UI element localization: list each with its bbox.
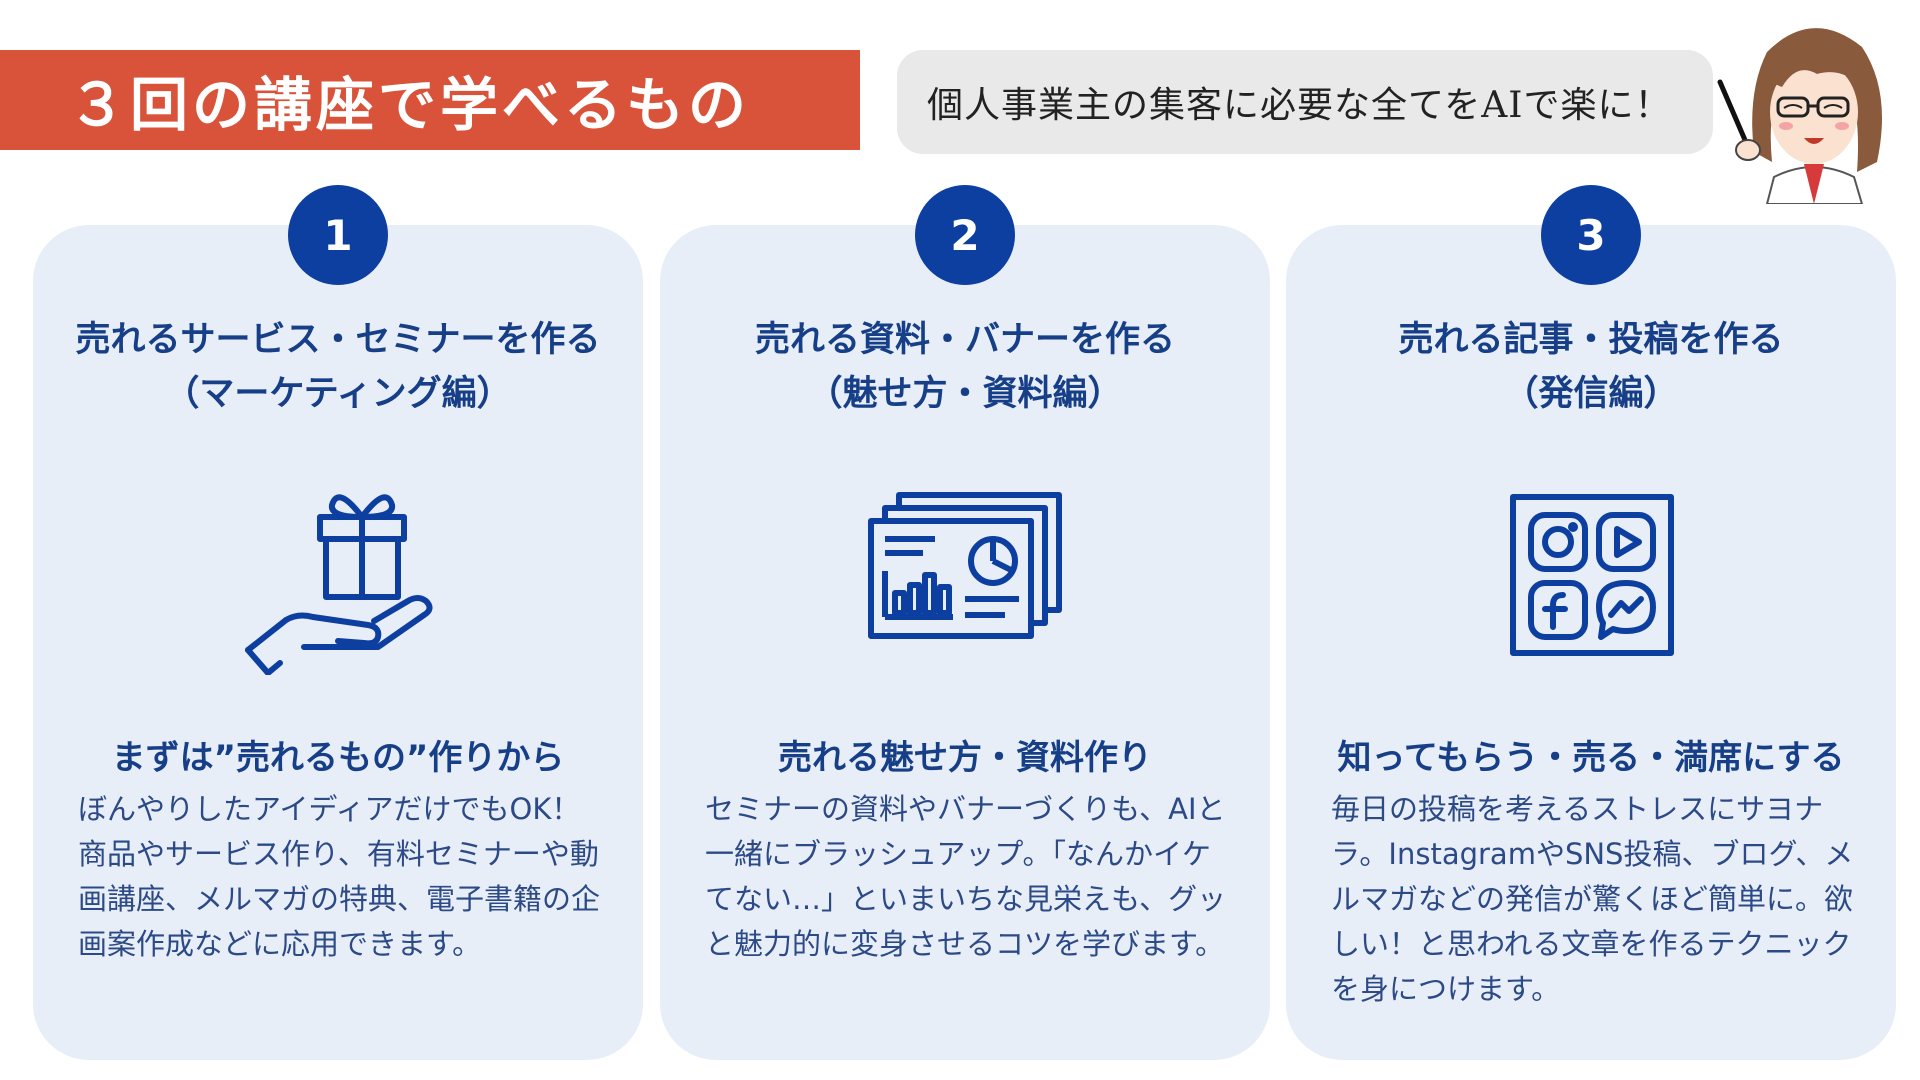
tagline-bubble: 個人事業主の集客に必要な全てをAIで楽に！ (897, 50, 1713, 154)
social-media-apps-icon (1510, 494, 1674, 656)
teacher-avatar-icon (1717, 28, 1882, 204)
card-heading: まずは”売れるもの”作りから (111, 738, 565, 778)
title-banner: ３回の講座で学べるもの (0, 50, 860, 150)
card-description: 毎日の投稿を考えるストレスにサヨナラ。InstagramやSNS投稿、ブログ、メ… (1331, 792, 1854, 1006)
card-title: 売れるサービス・セミナーを作る （マーケティング編） (33, 313, 643, 421)
card-title-line-1: 売れる資料・バナーを作る (754, 320, 1175, 360)
step-badge-1: 1 (288, 185, 388, 285)
step-badge-2: 2 (915, 185, 1015, 285)
card-heading: 売れる魅せ方・資料作り (778, 738, 1152, 778)
card-title: 売れる記事・投稿を作る （発信編） (1286, 313, 1896, 421)
card-title-line-2: （魅せ方・資料編） (807, 374, 1123, 414)
gift-hand-icon (245, 494, 433, 675)
tagline-text: 個人事業主の集客に必要な全てをAIで楽に！ (927, 85, 1672, 126)
card-title-line-2: （発信編） (1503, 374, 1679, 414)
course-card-2: 売れる資料・バナーを作る （魅せ方・資料編） 売れる魅せ方・資料作り セミナーの… (660, 225, 1270, 1060)
card-title-line-1: 売れるサービス・セミナーを作る (75, 320, 601, 360)
course-card-1: 売れるサービス・セミナーを作る （マーケティング編） まずは”売れるもの”作りか… (33, 225, 643, 1060)
card-title-line-2: （マーケティング編） (164, 374, 512, 414)
course-card-3: 売れる記事・投稿を作る （発信編） 知ってもらう・売る・満席にする 毎日の投稿を… (1286, 225, 1896, 1060)
card-title: 売れる資料・バナーを作る （魅せ方・資料編） (660, 313, 1270, 421)
step-badge-3: 3 (1541, 185, 1641, 285)
card-heading: 知ってもらう・売る・満席にする (1337, 738, 1845, 778)
card-description: セミナーの資料やバナーづくりも、AIと一緒にブラッシュアップ。「なんかイケてない… (705, 792, 1227, 961)
card-description: ぼんやりしたアイディアだけでもOK！商品やサービス作り、有料セミナーや動画講座、… (78, 792, 601, 961)
presentation-slides-icon (868, 492, 1062, 639)
card-title-line-1: 売れる記事・投稿を作る (1398, 320, 1784, 360)
page-title: ３回の講座で学べるもの (68, 71, 751, 139)
